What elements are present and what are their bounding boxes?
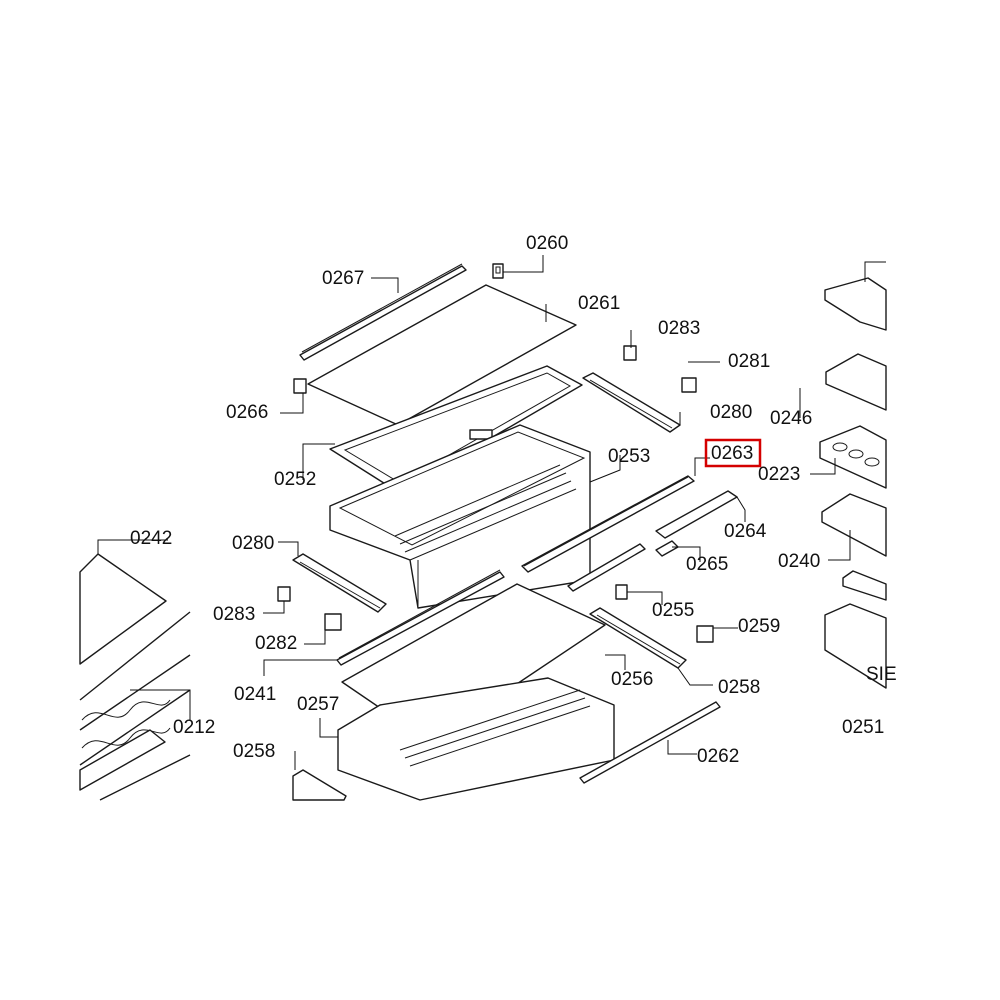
door-shelf-0251: SIE: [824, 603, 897, 689]
runner-0263: [521, 475, 695, 573]
label-0260: 0260: [526, 233, 568, 254]
runner-0241-upper: [567, 543, 646, 592]
bracket-0259: [696, 625, 714, 643]
side-rail-0280-left: [292, 553, 387, 613]
label-0283-upper: 0283: [658, 318, 700, 339]
strip-0265: [655, 540, 679, 557]
label-0251: 0251: [842, 717, 884, 738]
label-0281: 0281: [728, 351, 770, 372]
bracket-0282: [324, 613, 342, 631]
label-0241: 0241: [234, 684, 276, 705]
label-0283-left: 0283: [213, 604, 255, 625]
door-shelf-top: [824, 277, 887, 331]
label-0280-left: 0280: [232, 533, 274, 554]
runner-0262: [579, 701, 721, 784]
glass-shelf-0261: [307, 284, 577, 426]
label-0246: 0246: [770, 408, 812, 429]
side-rail-0280-right: [582, 372, 681, 433]
bracket-0283-upper: [623, 345, 637, 361]
highlight-box: [704, 438, 762, 468]
door-shelf-insert: [842, 570, 887, 601]
door-shelf-0246: [825, 353, 887, 411]
clip-0260: [492, 263, 504, 279]
drawer-0257: [337, 677, 615, 801]
side-rail-0258-left: [292, 769, 347, 801]
label-0253: 0253: [608, 446, 650, 467]
rail-0241: [336, 569, 505, 666]
side-rail-0258-right: [589, 607, 687, 669]
label-0280-right: 0280: [710, 402, 752, 423]
label-0265: 0265: [686, 554, 728, 575]
label-0261: 0261: [578, 293, 620, 314]
rails-0212: [79, 611, 191, 801]
label-0259: 0259: [738, 616, 780, 637]
label-0258-right: 0258: [718, 677, 760, 698]
label-0282: 0282: [255, 633, 297, 654]
label-0264: 0264: [724, 521, 767, 542]
label-0267: 0267: [322, 268, 364, 289]
clip-0266: [293, 378, 307, 394]
part-labels: 0260 0267 0261 0283 0281 0266 0280 0246 …: [130, 233, 884, 767]
label-0242: 0242: [130, 528, 172, 549]
label-0263: 0263: [711, 443, 753, 464]
clip-0255: [615, 584, 628, 600]
label-0255: 0255: [652, 600, 694, 621]
label-0262: 0262: [697, 746, 739, 767]
label-0223: 0223: [758, 464, 800, 485]
label-0258-left: 0258: [233, 741, 275, 762]
rail-0267: [299, 263, 467, 361]
glass-shelf-0242: [79, 553, 167, 665]
egg-tray-0223: [819, 425, 887, 489]
leader-lines: [97, 255, 886, 770]
label-0256: 0256: [611, 669, 653, 690]
bracket-0283-left: [277, 586, 291, 602]
door-shelf-0240: [821, 493, 887, 557]
bracket-0281: [681, 377, 697, 393]
label-0252: 0252: [274, 469, 316, 490]
drawer-lid-0252: [329, 365, 583, 493]
label-0240: 0240: [778, 551, 820, 572]
svg-text:SIE: SIE: [866, 664, 897, 685]
label-0212: 0212: [173, 717, 215, 738]
label-0257: 0257: [297, 694, 339, 715]
label-0266: 0266: [226, 402, 268, 423]
